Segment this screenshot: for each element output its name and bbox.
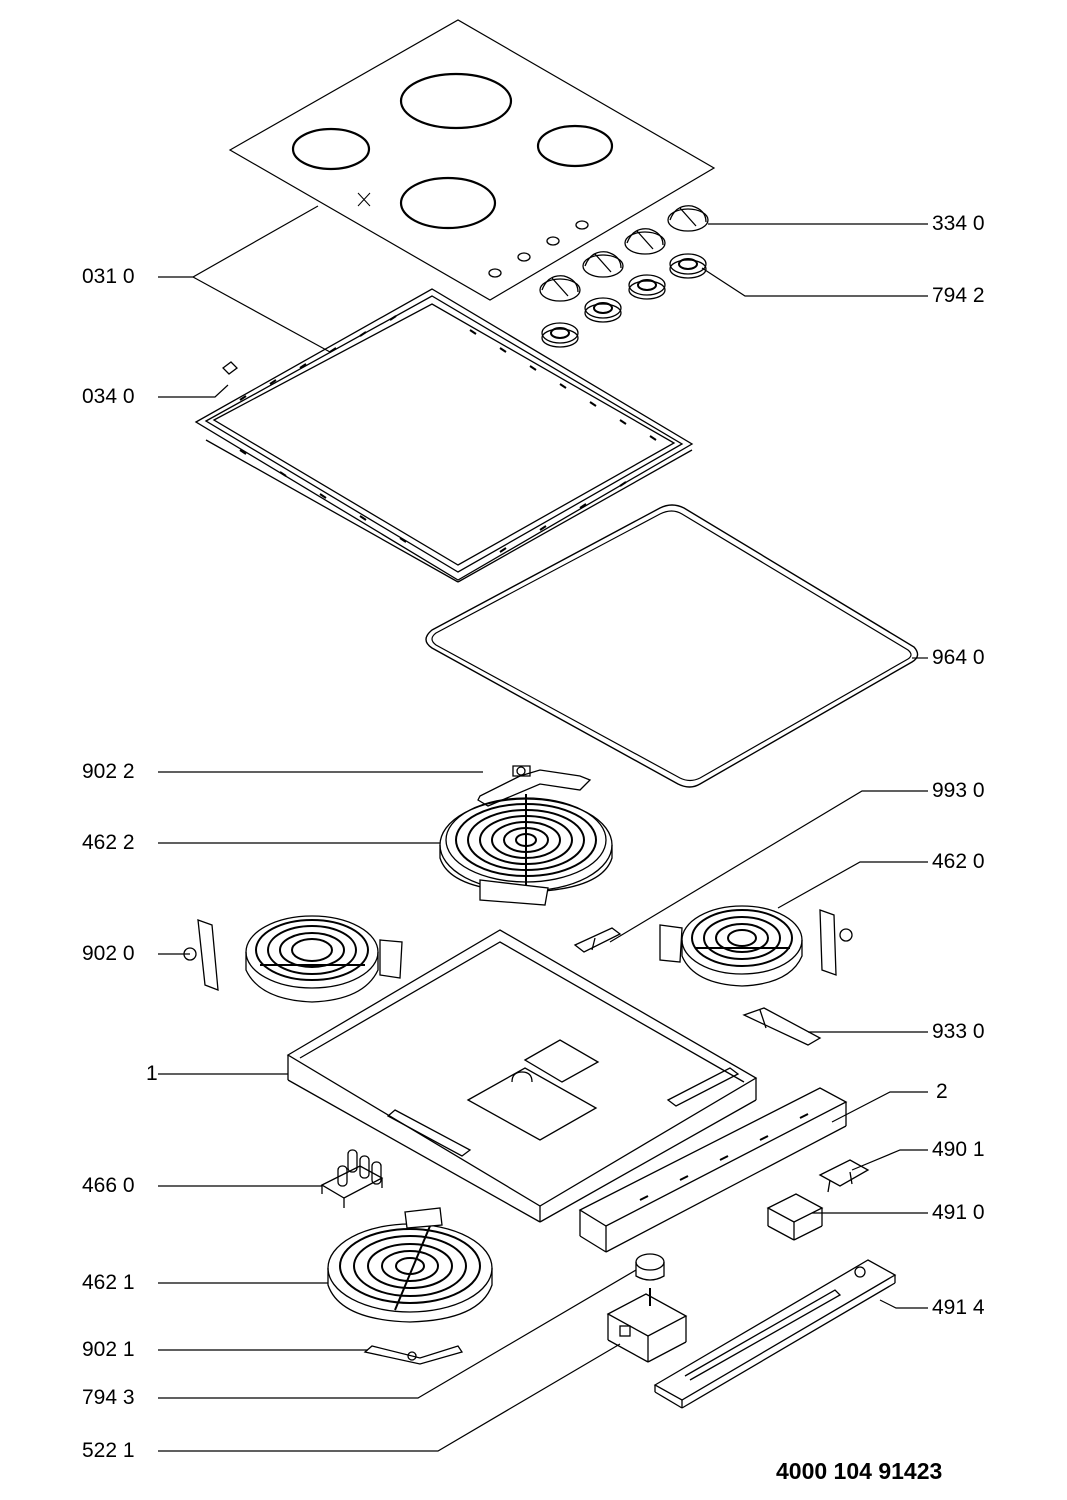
base-tray (286, 929, 758, 1223)
heater-bracket-bottom (363, 1345, 464, 1365)
part-label-462-0: 462 0 (932, 850, 985, 873)
part-label-031-0: 031 0 (82, 265, 135, 288)
part-label-2: 2 (936, 1080, 948, 1103)
part-label-964-0: 964 0 (932, 646, 985, 669)
part-label-462-2: 462 2 (82, 831, 135, 854)
part-label-794-2: 794 2 (932, 284, 985, 307)
knob-rings (541, 253, 707, 348)
bracket-933 (742, 1007, 822, 1046)
document-number: 4000 104 91423 (776, 1458, 943, 1484)
terminal-block (320, 1149, 384, 1208)
part-label-902-1: 902 1 (82, 1338, 135, 1361)
part-label-034-0: 034 0 (82, 385, 135, 408)
part-label-993-0: 993 0 (932, 779, 985, 802)
switch-490 (818, 1159, 870, 1193)
part-label-490-1: 490 1 (932, 1138, 985, 1161)
leader-lines (158, 205, 928, 1452)
part-label-933-0: 933 0 (932, 1020, 985, 1043)
seal-gasket (425, 504, 919, 788)
part-label-1: 1 (146, 1062, 158, 1085)
part-label-491-4: 491 4 (932, 1296, 985, 1319)
cover-plate (653, 1259, 897, 1409)
heater-element-left (183, 915, 403, 1003)
part-label-334-0: 334 0 (932, 212, 985, 235)
control-rail (578, 1087, 848, 1253)
heater-element-right (659, 905, 853, 987)
heater-bracket-top (477, 765, 592, 807)
part-label-794-3: 794 3 (82, 1386, 135, 1409)
part-label-466-0: 466 0 (82, 1174, 135, 1197)
control-knobs (539, 205, 709, 302)
heater-element-bottom (327, 1207, 493, 1323)
part-label-902-0: 902 0 (82, 942, 135, 965)
relay-block (766, 1193, 824, 1241)
knob-cap (635, 1253, 665, 1281)
part-label-522-1: 522 1 (82, 1439, 135, 1462)
part-label-462-1: 462 1 (82, 1271, 135, 1294)
part-label-902-2: 902 2 (82, 760, 135, 783)
cooktop-frame (194, 288, 694, 583)
heater-element-large (439, 794, 613, 906)
part-label-491-0: 491 0 (932, 1201, 985, 1224)
glass-cooktop (228, 19, 716, 301)
clip-993 (573, 927, 622, 953)
energy-regulator (606, 1288, 688, 1363)
